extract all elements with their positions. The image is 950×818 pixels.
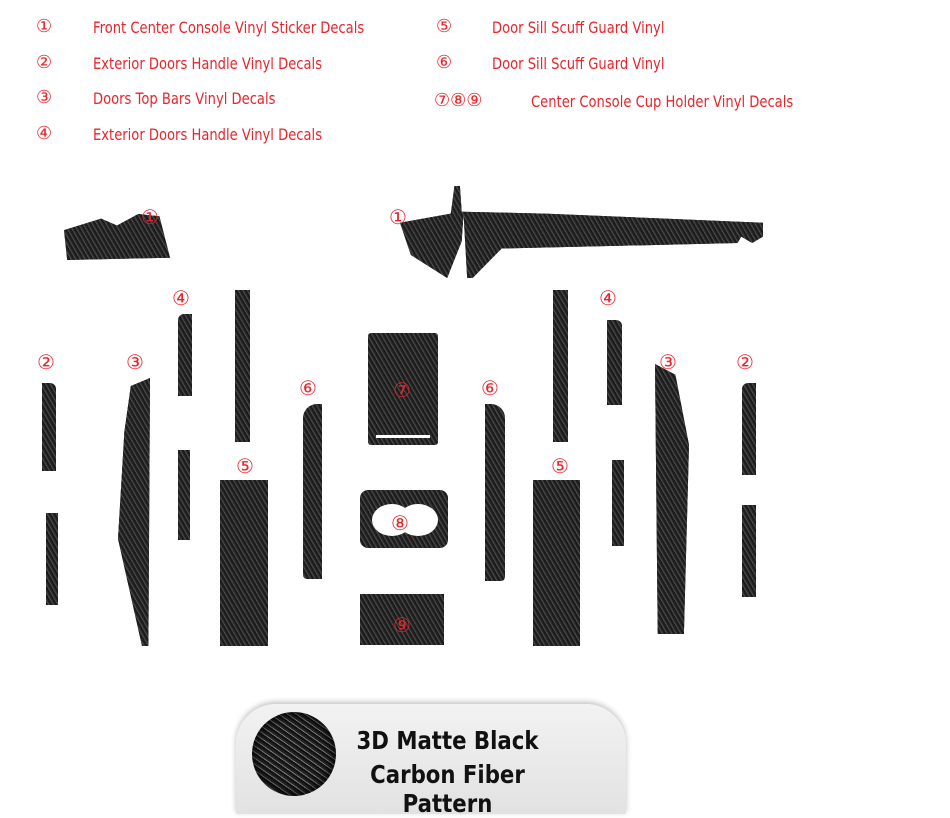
label-1-right: ① <box>389 205 407 229</box>
label-2-right: ② <box>736 350 754 374</box>
decal-5-right <box>533 480 580 646</box>
label-8: ⑧ <box>391 511 409 535</box>
decal-2-left-bottom <box>46 513 58 605</box>
decal-5-left <box>220 480 268 646</box>
decal-7-stripe <box>376 435 430 438</box>
legend-num-3: ③ <box>36 87 53 108</box>
decal-7 <box>368 333 438 445</box>
legend-text-4: Exterior Doors Handle Vinyl Decals <box>93 125 323 144</box>
legend-num-4: ④ <box>36 123 53 144</box>
legend-num-1: ① <box>36 16 53 37</box>
decal-6-right <box>485 404 505 581</box>
bar-left <box>235 290 250 442</box>
legend-text-5: Door Sill Scuff Guard Vinyl <box>492 18 665 37</box>
decal-4-right-bottom <box>612 460 624 546</box>
label-4-left: ④ <box>172 286 190 310</box>
legend-num-6: ⑥ <box>436 52 453 73</box>
label-7: ⑦ <box>393 378 411 402</box>
decal-3-right <box>655 364 689 634</box>
decal-4-left-bottom <box>178 450 190 540</box>
label-9: ⑨ <box>393 613 411 637</box>
decal-1-right <box>400 186 763 278</box>
decal-3-left <box>118 378 150 646</box>
decal-6-left <box>303 404 322 579</box>
decal-2-left-top <box>42 383 56 471</box>
label-3-right: ③ <box>659 350 677 374</box>
label-6-right: ⑥ <box>481 376 499 400</box>
carbon-fiber-swatch-icon <box>252 712 336 796</box>
decal-4-right-top <box>607 320 622 405</box>
decal-2-right-top <box>742 383 756 475</box>
legend-text-2: Exterior Doors Handle Vinyl Decals <box>93 54 323 73</box>
label-1-left: ① <box>141 205 159 229</box>
label-5-left: ⑤ <box>236 454 254 478</box>
bar-right <box>553 290 568 442</box>
badge-line-2: Carbon Fiber Pattern <box>370 760 525 818</box>
label-5-right: ⑤ <box>551 454 569 478</box>
legend-text-789: Center Console Cup Holder Vinyl Decals <box>531 92 794 111</box>
legend-num-2: ② <box>36 52 53 73</box>
legend-text-3: Doors Top Bars Vinyl Decals <box>93 89 276 108</box>
label-4-right: ④ <box>599 286 617 310</box>
badge-line-1: 3D Matte Black <box>356 726 539 755</box>
legend-num-789: ⑦⑧⑨ <box>434 90 483 111</box>
label-3-left: ③ <box>126 350 144 374</box>
decal-2-right-bottom <box>742 505 756 597</box>
decal-9 <box>360 594 444 645</box>
legend-num-5: ⑤ <box>436 16 453 37</box>
legend-text-1: Front Center Console Vinyl Sticker Decal… <box>93 18 365 37</box>
label-2-left: ② <box>37 350 55 374</box>
legend-text-6: Door Sill Scuff Guard Vinyl <box>492 54 665 73</box>
label-6-left: ⑥ <box>299 376 317 400</box>
decal-4-left-top <box>178 314 192 396</box>
decal-8-hole-right <box>398 504 438 536</box>
